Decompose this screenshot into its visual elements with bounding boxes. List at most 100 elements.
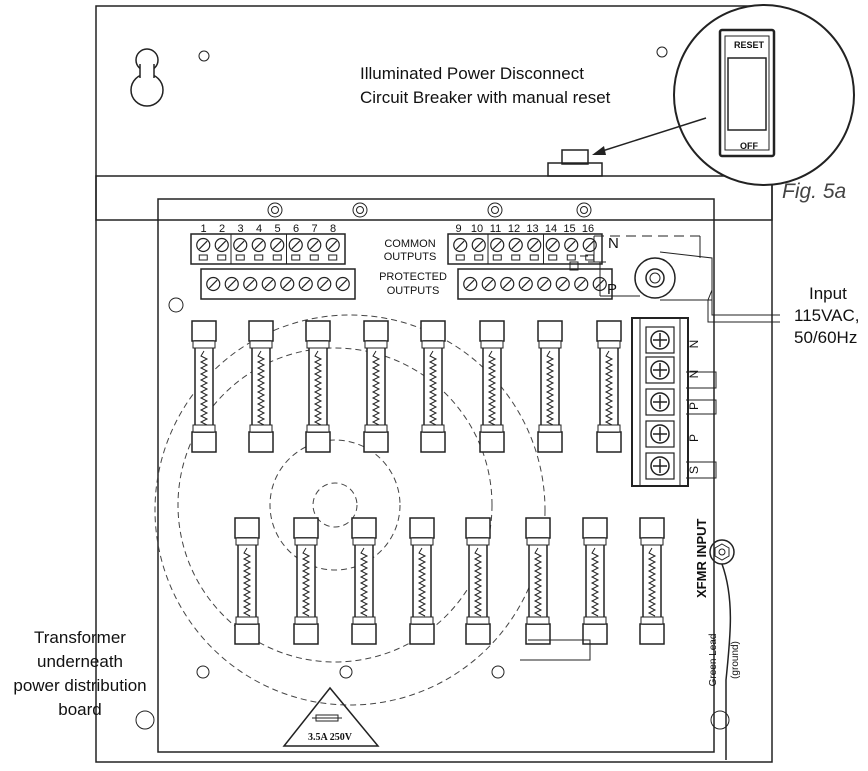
transformer-label-line4: board [58,700,102,719]
terminal-screw [508,237,523,253]
breaker-callout-line2: Circuit Breaker with manual reset [360,88,611,107]
terminal-screw [471,237,486,253]
ground-stud-icon [709,539,735,760]
terminal-label: P [687,434,701,442]
input-label-line1: Input [809,284,847,303]
terminal-screw [335,276,350,292]
terminal-label: S [687,466,701,474]
terminal-screw [270,237,285,253]
board-standoff [580,206,588,214]
output-number: 5 [274,223,280,235]
mount-hole [135,710,155,730]
xfmr-input-label: XFMR INPUT [694,519,709,599]
terminal-screw [555,276,570,292]
output-number: 16 [582,223,594,235]
breaker-callout-line1: Illuminated Power Disconnect [360,64,584,83]
breaker-callout-bubble [673,4,855,186]
output-number: 9 [455,223,461,235]
breaker-off-label: OFF [740,141,758,151]
output-number: 7 [311,223,317,235]
terminal-screw [564,237,579,253]
terminal-screw [224,276,239,292]
ground-label-line1: Green Lead [708,634,719,687]
board-hole [339,665,353,679]
fuse [248,320,274,453]
terminal-screw [243,276,258,292]
board-standoff [267,202,283,218]
fuse [363,320,389,453]
ground-label-line2: (ground) [730,641,741,679]
board-standoff [352,202,368,218]
terminal-label: N [687,370,701,379]
fuse-jumper [520,639,591,661]
terminal-screw [582,237,597,253]
fuse [596,320,622,453]
fuse [525,517,551,645]
transformer-outline [154,314,546,706]
breaker-reset-label: RESET [734,40,765,50]
output-number: 4 [256,223,262,235]
terminal-screw [537,276,552,292]
output-number: 1 [200,223,206,235]
fuse [234,517,260,645]
fuse-row-top [191,320,622,453]
breaker-back-terminal [634,257,676,299]
line-marker-n: N [608,235,619,252]
fuse [479,320,505,453]
terminal-screw [545,237,560,253]
output-number: 14 [545,223,557,235]
terminal-label: P [687,402,701,410]
fuse [191,320,217,453]
fuse-warning-label [282,686,380,747]
protected-outputs-line2: OUTPUTS [387,285,440,297]
figure-label: Fig. 5a [782,180,847,203]
fuse [305,320,331,453]
breaker-wiring [569,235,713,301]
board-hole [168,297,184,313]
output-number: 15 [563,223,575,235]
output-number: 8 [330,223,336,235]
common-outputs-line2: OUTPUTS [384,251,437,263]
terminal-screw [650,424,670,444]
enclosure-outline [95,5,773,763]
fuse [582,517,608,645]
transformer-label-line1: Transformer [34,628,126,647]
terminal-screw [206,276,221,292]
xfmr-terminal-block [631,317,689,487]
output-number: 10 [471,223,483,235]
terminal-screw [650,330,670,350]
output-number: 12 [508,223,520,235]
output-number: 11 [490,223,501,235]
terminal-screw [490,237,505,253]
board-hole [196,665,210,679]
mounting-rail [95,175,773,221]
terminal-screw [307,237,322,253]
board-hole [491,665,505,679]
board-standoff [487,202,503,218]
mount-hole [198,50,210,62]
common-terminal-strip-left [190,233,346,265]
board-standoff [576,202,592,218]
keyhole-mount-icon [130,48,164,107]
output-number: 6 [293,223,299,235]
transformer-label-line3: power distribution [13,676,147,695]
fuse [537,320,563,453]
fuse-row-bottom [234,517,665,645]
line-marker-p: P [607,281,617,298]
terminal-screw [233,237,248,253]
terminal-screw [500,276,515,292]
protected-terminal-strip-left [200,268,356,300]
protected-outputs-line1: PROTECTED [379,271,447,283]
breaker-knob [547,149,603,177]
input-leads [707,262,780,323]
terminal-screw [650,456,670,476]
terminal-screw [298,276,313,292]
fuse-rating-text: 3.5A 250V [308,732,353,743]
terminal-screw [317,276,332,292]
terminal-screw [518,276,533,292]
terminal-screw [214,237,229,253]
fuse [639,517,665,645]
